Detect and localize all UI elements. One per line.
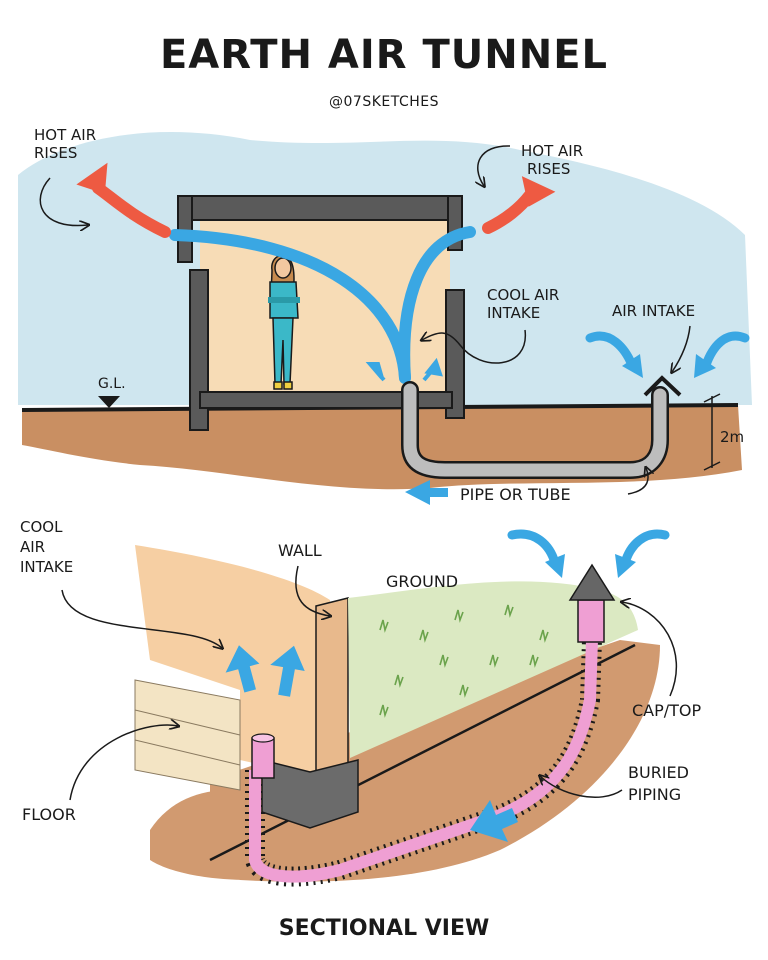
cap-icon [643,375,682,397]
leader-buried-piping [540,776,623,798]
cap-icon [568,563,616,601]
depth-dimension [703,393,721,471]
leader-air-intake [672,325,691,372]
flow-direction-arrow-icon [470,800,518,842]
cool-air-arrow-icon [422,357,443,382]
hot-air-right-label: HOT AIR RISES [521,142,588,178]
bottom-soil-left [150,790,250,880]
grass-tufts [379,604,549,718]
hot-air-left-label: HOT AIR RISES [34,126,101,162]
leader-hot-air-left [39,177,88,226]
ground-level-label: G.L. [98,376,126,392]
leader-pipe [627,468,648,495]
pipe-label: PIPE OR TUBE [460,485,571,504]
ground-label: GROUND [386,572,458,591]
cool-air-arrow-icon [701,331,750,370]
bottom-cool-air-intake-label: COOL AIR INTAKE [20,518,73,576]
floor-label: FLOOR [22,805,76,824]
pipe-direction-arrow-icon [405,480,448,505]
cool-air-arrow-icon [270,645,305,697]
buried-piping-label: BURIED PIPING [628,763,694,804]
u-pipe [401,381,669,479]
floor-surface [134,679,241,791]
credit: @07SKETCHES [329,94,439,110]
cool-air-arrow-icon [694,354,716,378]
leader-hot-air-right [478,145,511,186]
leader-cap-top [622,602,678,697]
pipe-outlet [251,737,275,779]
hot-air-arrow-icon [76,162,108,194]
cool-air-intake-label: COOL AIR INTAKE [487,286,564,322]
cool-air-arrow-icon [622,354,643,378]
air-intake-label: AIR INTAKE [612,302,695,320]
cool-air-arrow-icon [365,362,386,382]
leader-cool-air-intake [422,329,526,364]
cool-air-arrow-icon [620,529,670,568]
person-icon [268,254,300,390]
ground-level-marker [98,396,120,408]
caption: SECTIONAL VIEW [279,916,490,941]
bottom-ground-line [209,643,636,862]
basement-box [261,759,359,829]
cap-top-label: CAP/TOP [632,701,702,720]
intake-pipe-riser [577,599,605,643]
depth-label: 2m [720,428,744,446]
cool-air-arrow-icon [615,554,636,578]
wall-label: WALL [278,541,322,560]
cool-air-arrow-icon [507,529,560,568]
leader-wall [295,565,330,616]
building-walls [177,195,465,431]
title: EARTH AIR TUNNEL [160,32,608,78]
cool-air-arrow-icon [545,554,565,578]
grass-area [348,581,638,758]
pipe-outlet-top [251,733,275,743]
floor-steps [134,709,241,766]
leader-bottom-cool-air [61,589,222,648]
cool-air-arrow-icon [225,645,260,693]
cool-air-flow [169,226,476,384]
leader-floor [69,725,178,801]
hot-air-arrow-icon [521,176,556,207]
